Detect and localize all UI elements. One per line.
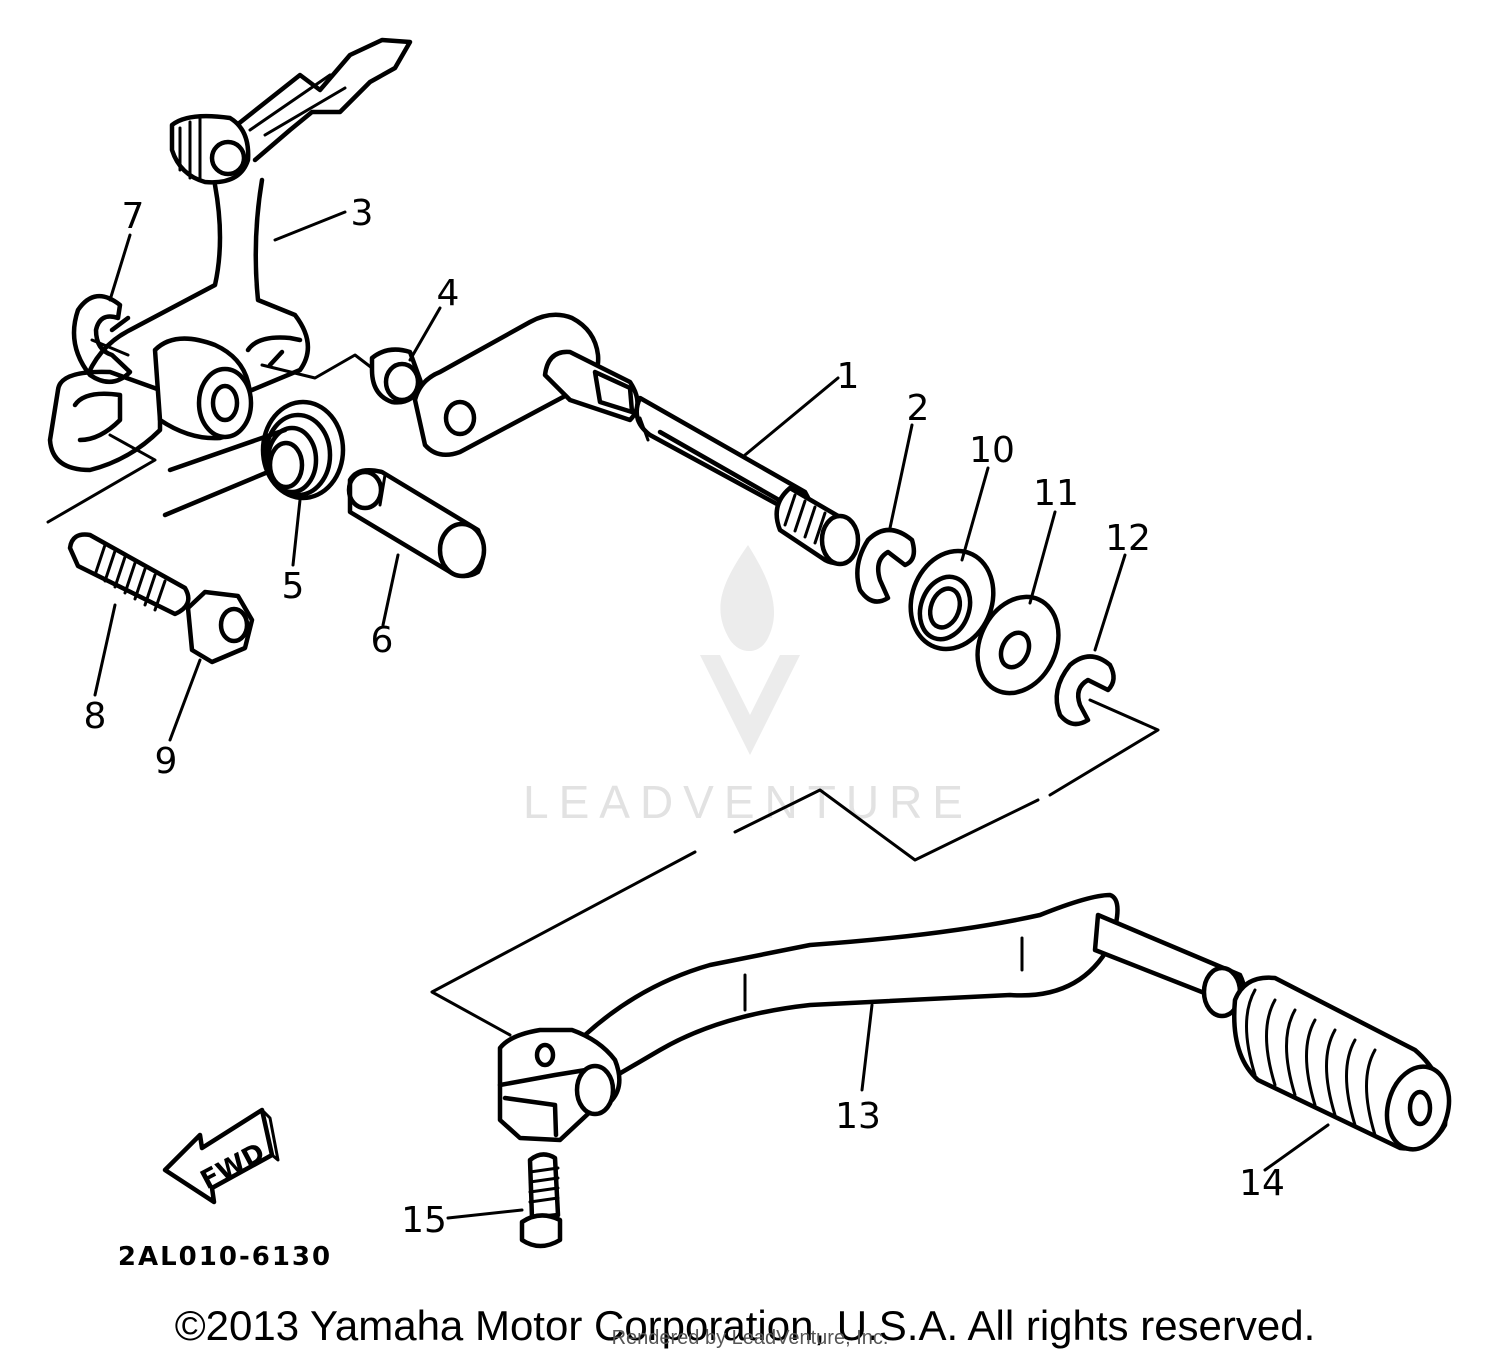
callout-1: 1 bbox=[837, 356, 860, 397]
part-2-circlip bbox=[855, 527, 917, 604]
callout-6: 6 bbox=[371, 620, 394, 661]
callout-10: 10 bbox=[969, 430, 1015, 471]
part-12-circlip bbox=[1054, 654, 1116, 727]
part-4-bushing bbox=[369, 347, 425, 405]
leader-lines bbox=[93, 210, 1330, 1220]
part-7-circlip bbox=[71, 294, 133, 384]
watermark-text: LEADVENTURE bbox=[523, 776, 973, 828]
callout-11: 11 bbox=[1033, 473, 1079, 514]
part-1-shift-shaft bbox=[412, 312, 861, 567]
part-9-nut bbox=[185, 589, 255, 665]
callout-9: 9 bbox=[155, 741, 178, 782]
part-14-pedal-rubber bbox=[1232, 975, 1452, 1152]
callout-labels: 1 2 3 4 5 6 7 8 9 10 11 12 13 14 15 bbox=[84, 193, 1285, 1241]
callout-15: 15 bbox=[401, 1200, 447, 1241]
callout-14: 14 bbox=[1239, 1163, 1285, 1204]
callout-4: 4 bbox=[437, 273, 460, 314]
callout-3: 3 bbox=[351, 193, 374, 234]
callout-5: 5 bbox=[282, 566, 305, 607]
callout-2: 2 bbox=[907, 388, 930, 429]
assembly-lines bbox=[46, 338, 1160, 1037]
part-11-washer bbox=[975, 594, 1061, 696]
callout-12: 12 bbox=[1105, 518, 1151, 559]
rendered-by-credit: Rendered by LeadVenture, Inc. bbox=[612, 1327, 889, 1349]
callout-8: 8 bbox=[84, 696, 107, 737]
callout-13: 13 bbox=[835, 1096, 881, 1137]
part-10-oil-seal bbox=[908, 548, 996, 652]
copyright-notice: ©2013 Yamaha Motor Corporation, U.S.A. A… bbox=[175, 1302, 1316, 1349]
watermark-logo bbox=[700, 545, 800, 755]
fwd-arrow-icon: FWD bbox=[162, 1107, 280, 1205]
part-3-shift-arm bbox=[47, 37, 413, 473]
callout-7: 7 bbox=[122, 196, 145, 237]
part-15-bolt bbox=[519, 1152, 563, 1249]
part-6-collar bbox=[346, 468, 487, 579]
part-5-spring bbox=[162, 399, 346, 518]
diagram-code: 2AL010-6130 bbox=[118, 1242, 332, 1272]
part-8-bolt bbox=[67, 532, 191, 617]
